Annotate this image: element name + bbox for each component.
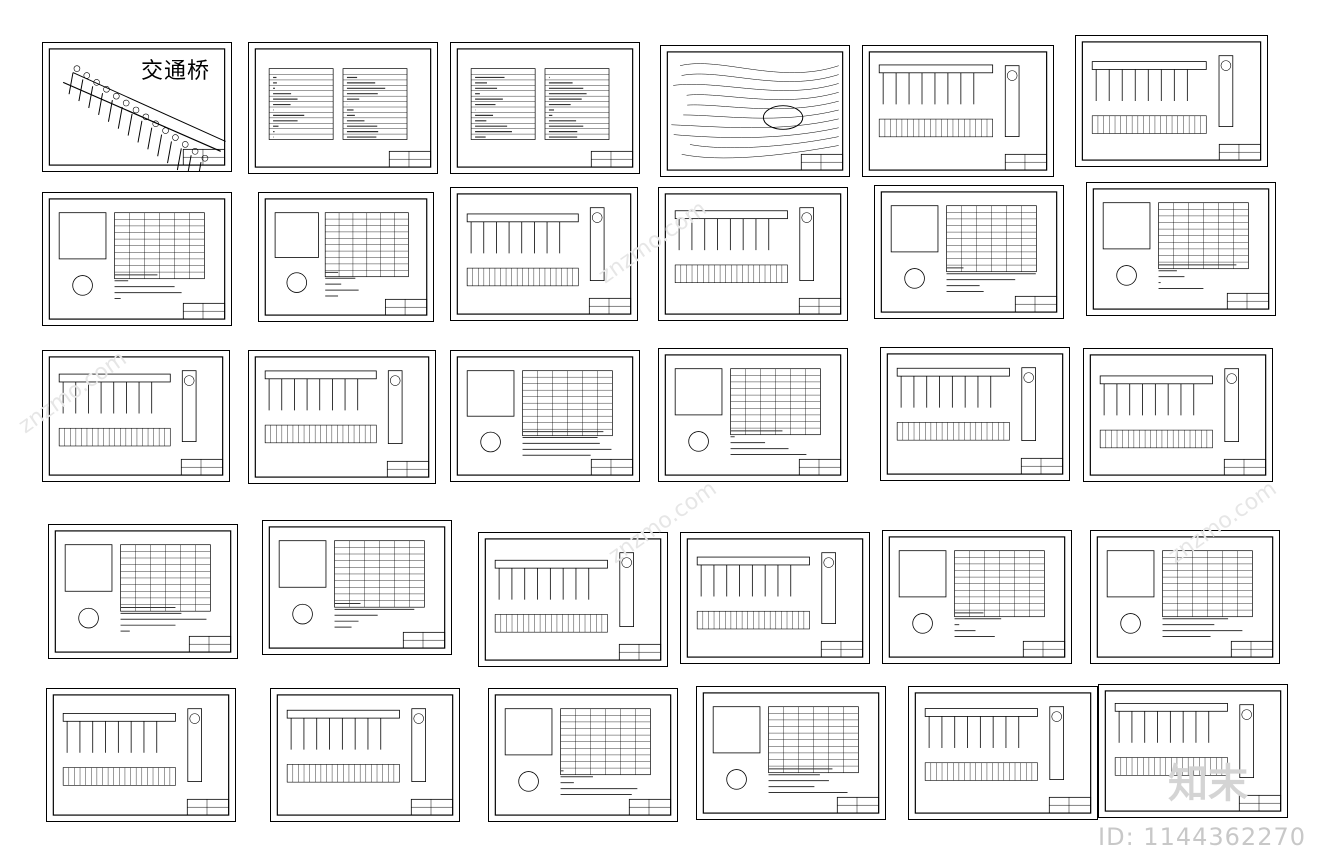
sheet-drawing — [666, 51, 844, 171]
sheet-drawing — [48, 356, 224, 476]
sheet-drawing — [48, 48, 226, 171]
drawing-sheet[interactable] — [660, 45, 850, 177]
sheet-drawing — [664, 193, 842, 315]
drawing-sheet[interactable] — [46, 688, 236, 822]
sheet-drawing — [1092, 188, 1270, 310]
drawing-sheet[interactable] — [880, 347, 1070, 481]
drawing-sheet[interactable] — [248, 42, 438, 174]
drawing-sheet[interactable]: 交通桥 — [42, 42, 232, 172]
drawing-sheet[interactable] — [478, 532, 668, 667]
sheet-drawing — [48, 198, 226, 320]
sheet-drawing — [880, 191, 1058, 313]
drawing-sheet[interactable] — [1098, 684, 1288, 818]
drawing-sheet[interactable] — [1075, 35, 1268, 167]
drawing-sheet[interactable] — [1086, 182, 1276, 316]
drawing-sheet[interactable] — [42, 350, 230, 482]
sheet-drawing — [276, 694, 454, 816]
sheet-drawing — [254, 356, 430, 478]
drawing-sheet[interactable] — [258, 192, 434, 322]
cover-title: 交通桥 — [141, 59, 211, 84]
sheet-drawing — [254, 48, 432, 168]
watermark-logo: 知末 — [1168, 760, 1248, 807]
sheet-drawing — [264, 198, 428, 316]
sheet-drawing — [702, 692, 880, 814]
drawing-sheet[interactable] — [450, 42, 640, 174]
drawing-sheet[interactable] — [1083, 348, 1273, 482]
drawing-sheet[interactable] — [450, 187, 638, 321]
drawing-sheet[interactable] — [874, 185, 1064, 319]
drawing-sheet[interactable] — [488, 688, 678, 822]
drawing-sheet[interactable] — [262, 520, 452, 655]
drawing-sheet[interactable] — [658, 187, 848, 321]
drawing-sheet[interactable] — [680, 532, 870, 664]
sheet-drawing — [456, 356, 634, 476]
drawing-sheet[interactable] — [248, 350, 436, 484]
sheet-drawing — [664, 354, 842, 476]
drawing-sheet[interactable] — [862, 45, 1054, 177]
sheet-drawing — [1104, 690, 1282, 812]
sheet-drawing — [686, 538, 864, 658]
watermark-id: ID: 1144362270 — [1098, 823, 1306, 851]
drawing-sheet[interactable] — [450, 350, 640, 482]
sheet-drawing — [456, 48, 634, 168]
sheet-drawing — [888, 536, 1066, 658]
sheet-drawing — [484, 538, 662, 661]
drawing-sheet[interactable] — [270, 688, 460, 822]
sheet-drawing — [868, 51, 1048, 171]
sheet-drawing — [1096, 536, 1274, 658]
sheet-drawing — [268, 526, 446, 649]
sheet-drawing — [494, 694, 672, 816]
sheet-drawing — [1089, 354, 1267, 476]
sheet-drawing — [914, 692, 1092, 814]
drawing-sheet[interactable] — [1090, 530, 1280, 664]
drawing-sheet[interactable] — [696, 686, 886, 820]
drawing-sheet[interactable] — [42, 192, 232, 326]
sheet-drawing — [52, 694, 230, 816]
drawing-sheet[interactable] — [882, 530, 1072, 664]
drawing-sheet[interactable] — [908, 686, 1098, 820]
sheet-drawing — [456, 193, 632, 315]
sheet-drawing — [54, 530, 232, 653]
drawing-sheet[interactable] — [658, 348, 848, 482]
sheet-drawing — [1081, 41, 1262, 161]
drawing-sheet[interactable] — [48, 524, 238, 659]
sheet-drawing — [886, 353, 1064, 475]
